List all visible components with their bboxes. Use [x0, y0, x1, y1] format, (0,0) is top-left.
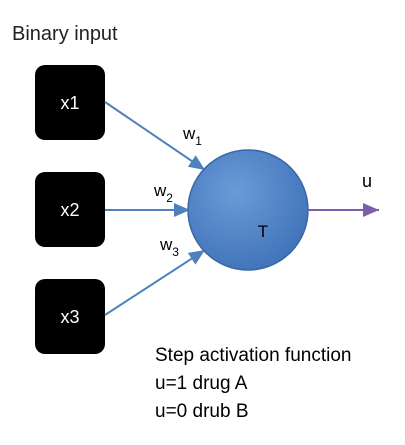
neuron-node: T — [187, 149, 309, 271]
input-label: x2 — [60, 200, 79, 220]
connection-arrow-1 — [104, 101, 206, 171]
weight-subscript: 2 — [166, 191, 173, 205]
neuron-circle — [187, 149, 309, 271]
weight-label-w2: w2 — [153, 181, 173, 205]
weight-base: w — [153, 181, 167, 200]
weight-subscript: 3 — [172, 245, 179, 259]
weight-label-w3: w3 — [159, 235, 179, 259]
weight-base: w — [159, 235, 173, 254]
weight-base: w — [182, 124, 196, 143]
weight-label-w1: w1 — [182, 124, 202, 148]
input-box — [35, 65, 105, 140]
input-box — [35, 172, 105, 247]
input-label: x1 — [60, 93, 79, 113]
input-node-x1: x1 — [35, 65, 105, 140]
notes-line-2: u=0 drub B — [155, 401, 249, 422]
input-box — [35, 279, 105, 354]
neuron-label: T — [258, 222, 268, 241]
input-node-x2: x2 — [35, 172, 105, 247]
notes-heading: Step activation function — [155, 345, 351, 366]
connection-arrow-3 — [104, 249, 206, 316]
input-node-x3: x3 — [35, 279, 105, 354]
input-label: x3 — [60, 307, 79, 327]
diagram-title: Binary input — [12, 23, 118, 45]
notes-line-1: u=1 drug A — [155, 373, 248, 394]
output-label: u — [362, 171, 372, 191]
weight-subscript: 1 — [195, 134, 202, 148]
